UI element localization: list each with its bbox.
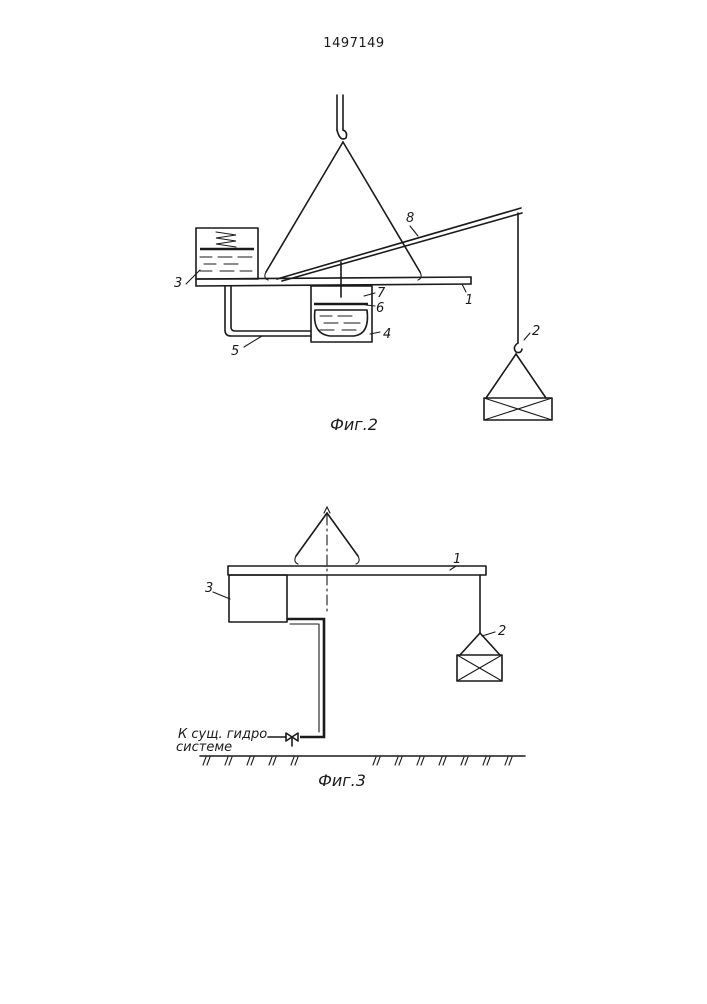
load-cable — [486, 213, 546, 398]
left-tank — [196, 228, 258, 279]
label-brace: 8 — [406, 211, 414, 226]
label-beam: 1 — [465, 293, 473, 308]
label-tank-fig3: 3 — [205, 581, 213, 596]
figure-2-caption: Фиг.2 — [330, 415, 378, 434]
connecting-pipe — [225, 286, 311, 336]
load-box — [484, 398, 552, 420]
label-load-fig3: 2 — [498, 624, 506, 639]
brace-boom — [277, 208, 522, 297]
label-rod: 7 — [377, 286, 386, 301]
patent-number: 1497149 — [323, 36, 384, 51]
pipe-fig3 — [268, 619, 324, 746]
label-pipe: 5 — [231, 344, 239, 359]
label-load: 2 — [532, 324, 540, 339]
figure-3-caption: Фиг.3 — [318, 771, 366, 790]
label-tank-left: 3 — [174, 276, 182, 291]
load-fig3 — [457, 575, 502, 681]
label-tank-bottom: 4 — [383, 327, 391, 342]
label-beam-fig3: 1 — [453, 552, 461, 567]
label-piston: 6 — [376, 301, 384, 316]
main-beam-fig3 — [228, 566, 486, 575]
tank-fig3 — [229, 575, 287, 622]
hydraulic-label-line2: системе — [176, 740, 232, 755]
figure-3: 3 1 2 К сущ. гидро системе Фиг.3 — [176, 507, 525, 790]
crane-hook — [337, 95, 347, 139]
figure-2: 3 5 4 6 7 8 1 2 Фиг.2 — [174, 95, 552, 434]
ground-line — [200, 756, 525, 765]
